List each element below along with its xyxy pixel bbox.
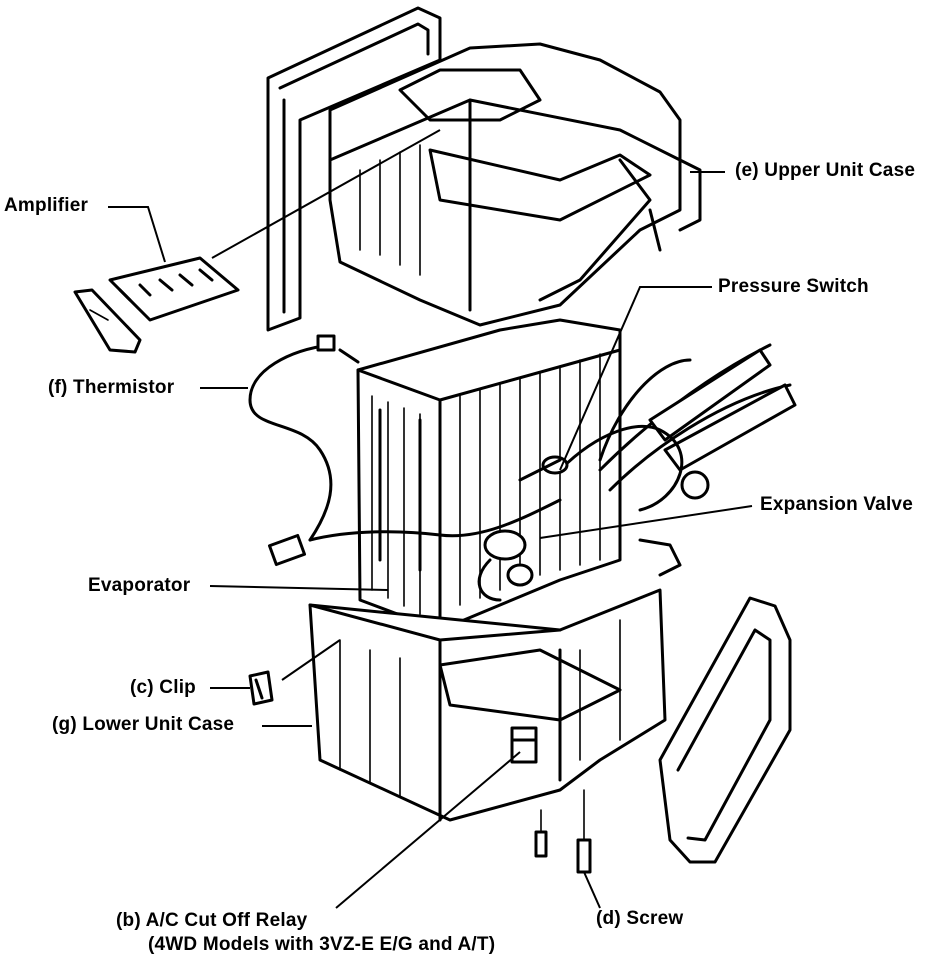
label-expansion-valve: Expansion Valve: [760, 494, 913, 515]
label-ac-cut-off-relay: (b) A/C Cut Off Relay: [116, 910, 308, 931]
clip-part: [248, 670, 274, 706]
label-pressure-switch: Pressure Switch: [718, 276, 869, 297]
label-lower-unit-case: (g) Lower Unit Case: [52, 714, 235, 735]
amplifier-board: [73, 256, 240, 354]
screws: [534, 789, 592, 874]
upper-gasket-frame: [266, 6, 442, 332]
refrigerant-pipes: [558, 343, 797, 577]
leader-lines: [108, 129, 753, 909]
label-thermistor: (f) Thermistor: [48, 377, 175, 398]
label-upper-unit-case: (e) Upper Unit Case: [735, 160, 916, 181]
lower-gasket-frame: [658, 596, 792, 864]
upper-unit-case: [328, 42, 702, 327]
label-ac-cut-off-relay-note: (4WD Models with 3VZ-E E/G and A/T): [148, 934, 496, 955]
label-evaporator: Evaporator: [88, 575, 191, 596]
label-screw: (d) Screw: [596, 908, 684, 929]
evaporator-core: [356, 318, 622, 646]
label-clip: (c) Clip: [130, 677, 196, 698]
expansion-valve-assembly: [477, 455, 569, 602]
thermistor-wire: [248, 334, 562, 567]
lower-unit-case: [308, 588, 667, 822]
label-amplifier: Amplifier: [4, 195, 89, 216]
